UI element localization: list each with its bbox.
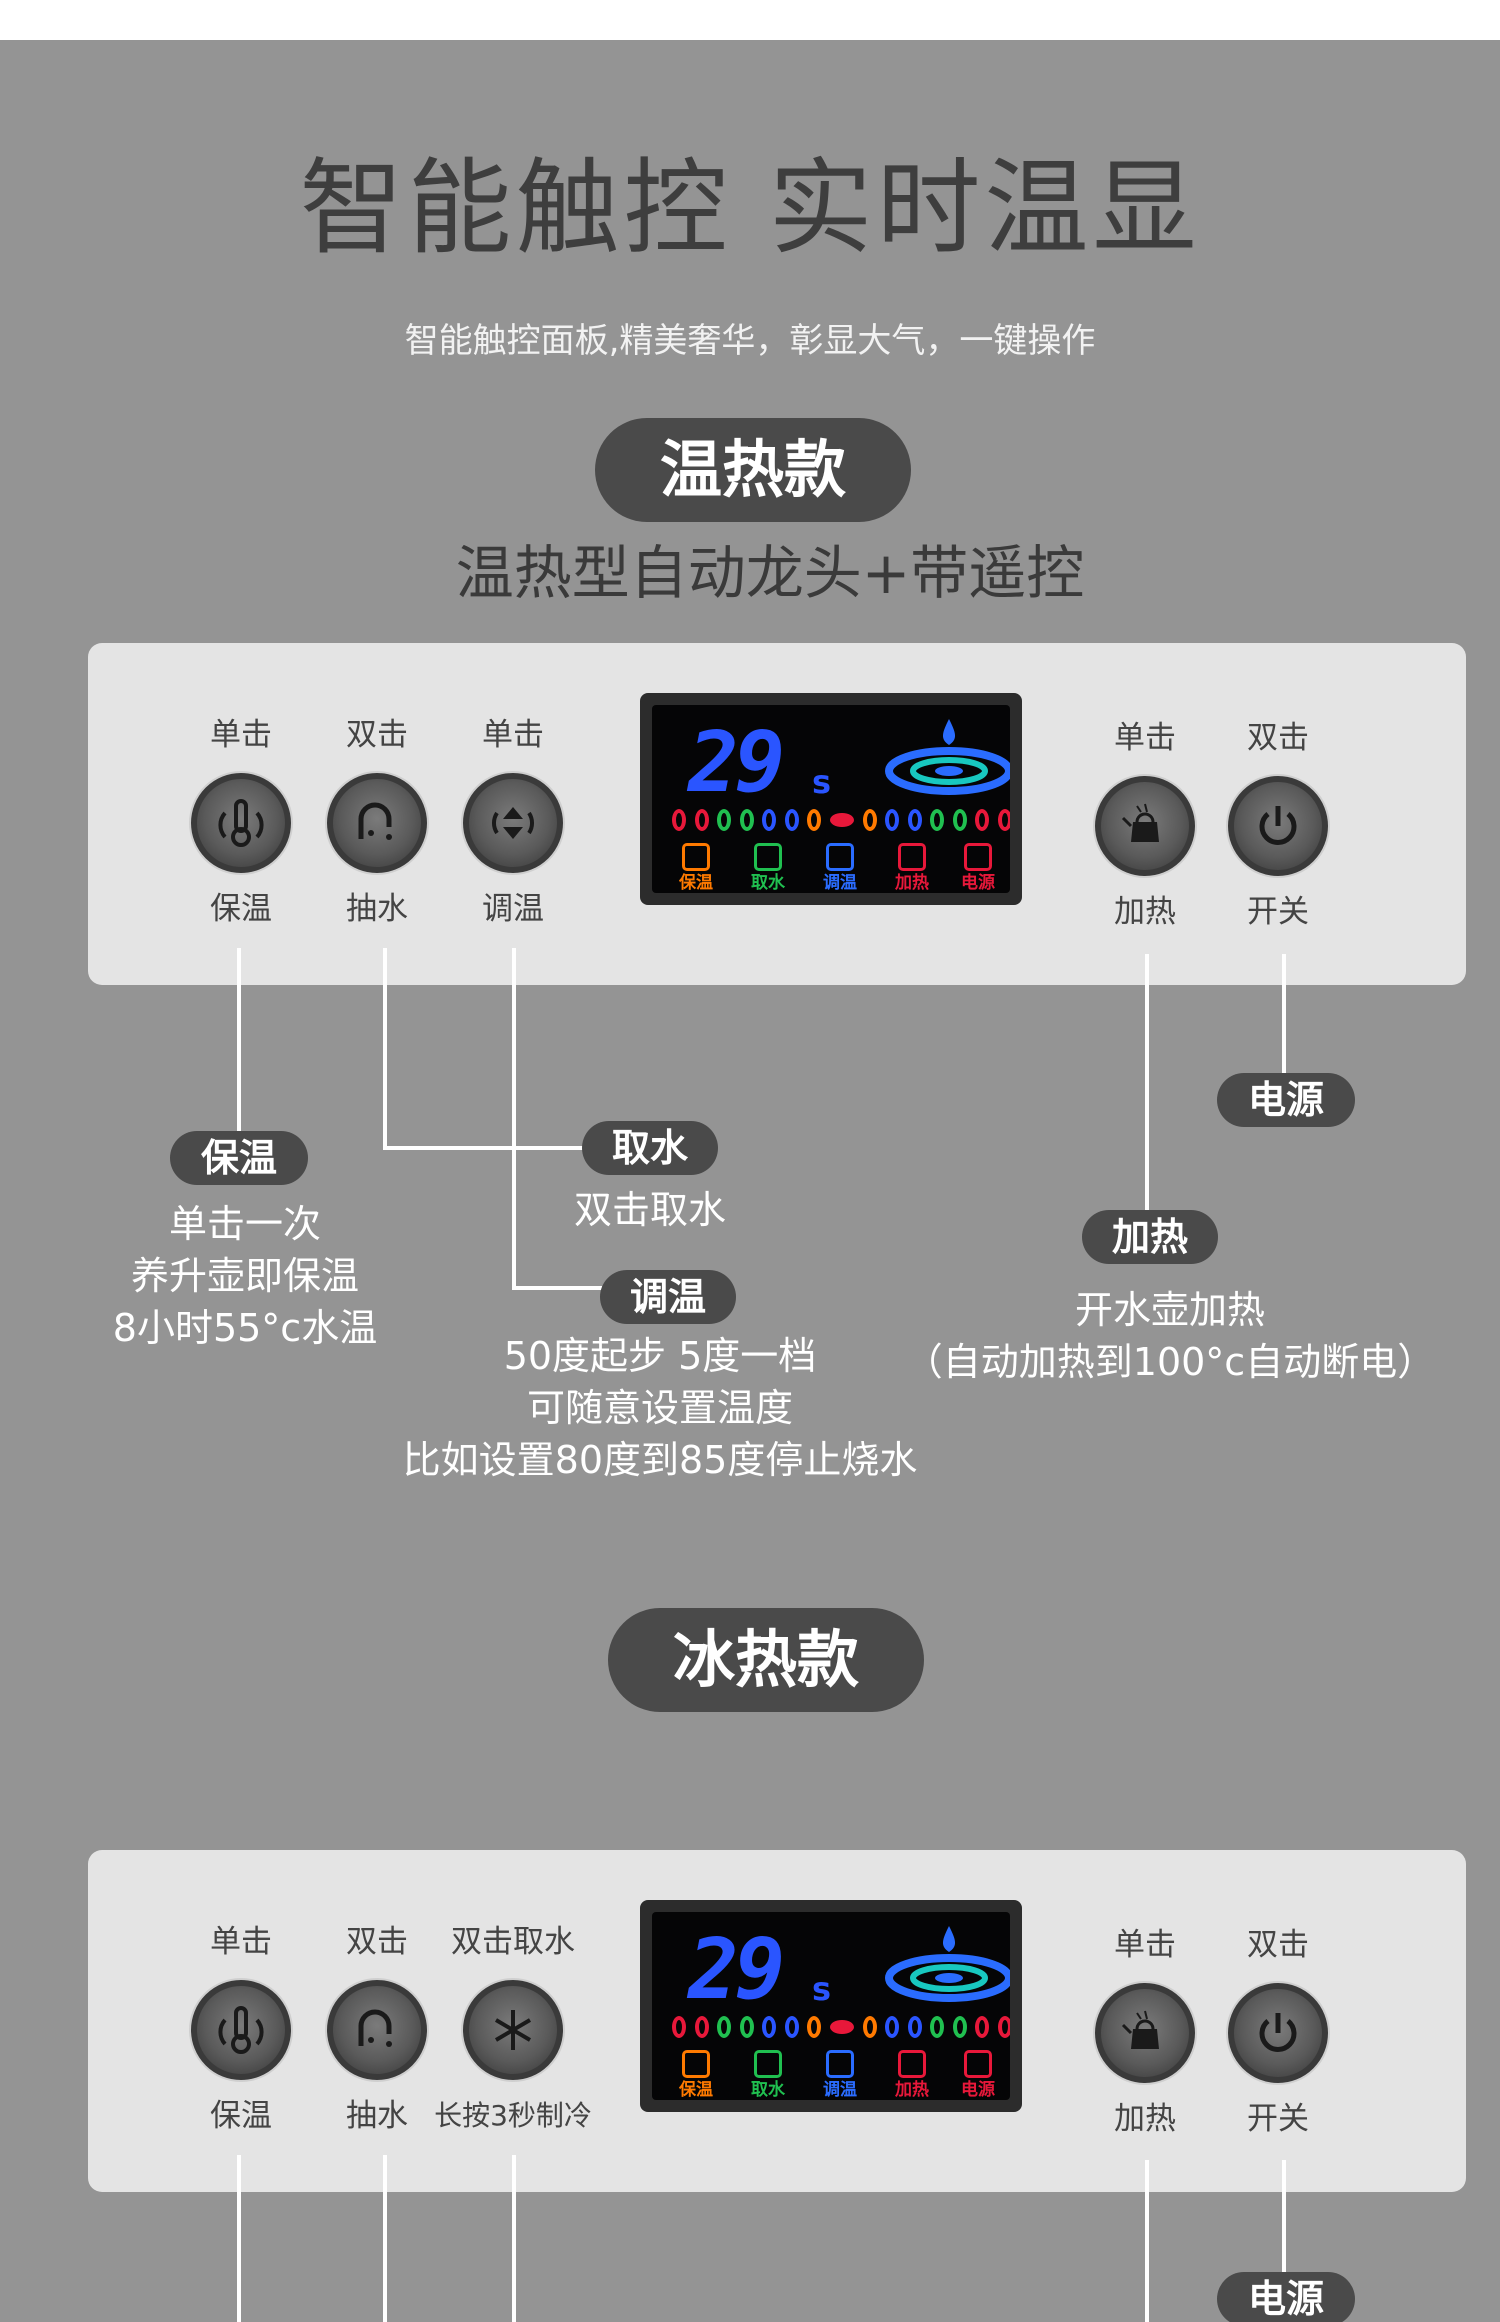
display-screen: 29 s 保温 取水 调温 加热 电源 [640,693,1022,905]
draw-water-button[interactable] [327,1980,427,2080]
faucet-icon [358,2009,392,2047]
mode-power: 电源 [948,843,1008,893]
mode-heat: 加热 [882,843,942,893]
heat-indicator-bar [672,805,1010,835]
display-screen: 29 s 保温 取水 调温 加热 电源 [640,1900,1022,2112]
variant-cold-pill: 冰热款 [608,1608,924,1712]
adjust-temp-desc: 50度起步 5度一档 可随意设置温度 比如设置80度到85度停止烧水 [402,1334,918,1482]
adjust-temp-button[interactable] [463,773,563,873]
keep-warm-label: 保温 [210,2098,272,2134]
keep-warm-desc: 单击一次 养升壶即保温 8小时55°c水温 [112,1202,378,1350]
adjust-icon [491,807,535,839]
keep-warm-tag: 保温 [170,1131,308,1185]
button-action-label: 单击 [482,717,544,753]
power-button[interactable] [1228,776,1328,876]
draw-water-tag: 取水 [582,1121,718,1175]
connector-line [237,2155,241,2322]
keep-warm-button[interactable] [191,1980,291,2080]
connector-line [1282,2160,1286,2280]
heat-label: 加热 [1114,2101,1176,2137]
heat-label: 加热 [1114,894,1176,930]
water-drop-icon [885,719,1010,795]
power-icon [1259,2013,1297,2052]
timer-unit: s [812,1970,832,2008]
button-action-label: 双击 [1247,720,1309,756]
heat-button[interactable] [1095,1983,1195,2083]
connector-line [383,948,387,1150]
button-action-label: 单击 [1114,720,1176,756]
water-drop-icon [885,1926,1010,2002]
page-subtitle: 智能触控面板,精美奢华，彰显大气，一键操作 [404,321,1096,361]
variant-warm-subtitle: 温热型自动龙头+带遥控 [455,539,1085,607]
adjust-temp-label: 调温 [482,891,544,927]
control-panel-warm: 单击 双击 单击 保温 抽水 调温 29 s 保温 取水 调温 加热 [88,643,1466,985]
connector-line [383,2155,387,2322]
snowflake-icon [494,2010,532,2050]
cooling-label: 长按3秒制冷 [434,2099,592,2132]
variant-warm-pill: 温热款 [595,418,911,522]
draw-water-label: 抽水 [346,2098,408,2134]
button-action-label: 双击 [1247,1927,1309,1963]
thermometer-icon [218,2006,264,2054]
heat-indicator-bar [672,2012,1010,2042]
power-button[interactable] [1228,1983,1328,2083]
connector-line [383,1146,583,1150]
draw-water-desc: 双击取水 [573,1188,726,1232]
kettle-icon [1121,803,1159,842]
connector-line [512,2155,516,2322]
keep-warm-label: 保温 [210,891,272,927]
draw-water-button[interactable] [327,773,427,873]
connector-line [237,948,241,1136]
button-action-label: 双击 [346,717,408,753]
mode-power: 电源 [948,2050,1008,2100]
kettle-icon [1121,2010,1159,2049]
button-action-label: 双击 [346,1924,408,1960]
adjust-temp-tag: 调温 [600,1270,736,1324]
heat-desc: 开水壶加热 （自动加热到100°c自动断电） [904,1288,1436,1384]
mode-draw-water: 取水 [738,2050,798,2100]
mode-keep-warm: 保温 [666,843,726,893]
cooling-button[interactable] [463,1980,563,2080]
control-panel-cold: 单击 双击 双击取水 保温 抽水 长按3秒制冷 29 s 保温 取水 调温 [88,1850,1466,2192]
connector-line [1282,954,1286,1074]
connector-line [1145,2160,1149,2322]
power-label: 开关 [1247,2101,1309,2137]
thermometer-icon [218,799,264,847]
button-action-label: 单击 [210,1924,272,1960]
button-action-label: 单击 [1114,1927,1176,1963]
mode-adjust: 调温 [810,843,870,893]
mode-keep-warm: 保温 [666,2050,726,2100]
faucet-icon [358,802,392,840]
mode-adjust: 调温 [810,2050,870,2100]
timer-unit: s [812,763,832,801]
button-action-label: 双击取水 [451,1924,575,1960]
power-icon [1259,806,1297,845]
button-action-label: 单击 [210,717,272,753]
power-tag: 电源 [1217,2272,1355,2322]
mode-heat: 加热 [882,2050,942,2100]
connector-line [512,948,516,1290]
page-title: 智能触控 实时温显 [299,147,1201,269]
mode-draw-water: 取水 [738,843,798,893]
connector-line [1145,954,1149,1214]
connector-line [512,1286,602,1290]
keep-warm-button[interactable] [191,773,291,873]
timer-digits: 29 [688,1920,785,2018]
heat-button[interactable] [1095,776,1195,876]
power-tag: 电源 [1217,1073,1355,1127]
heat-tag: 加热 [1082,1210,1218,1264]
timer-digits: 29 [688,713,785,811]
draw-water-label: 抽水 [346,891,408,927]
power-label: 开关 [1247,894,1309,930]
